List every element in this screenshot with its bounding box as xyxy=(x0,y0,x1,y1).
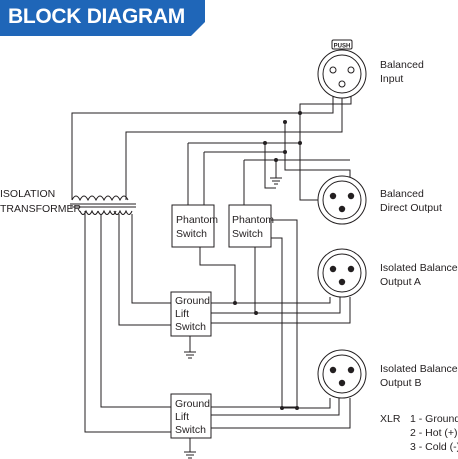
phantom-switch-2: Phantom Switch xyxy=(228,204,274,248)
direct-label-line1: Balanced xyxy=(380,188,424,200)
direct-label-line2: Direct Output xyxy=(380,202,442,214)
junction-dot xyxy=(298,141,302,145)
phantom-switch-1-line1: Phantom xyxy=(176,214,218,226)
ground-symbols xyxy=(184,177,282,459)
output-a-label-line2: Output A xyxy=(380,276,421,288)
wire-glb-out3 xyxy=(211,398,351,429)
legend-pin-2: 2 - Hot (+) xyxy=(410,427,458,439)
xlr-pin-legend: XLR 1 - Ground 2 - Hot (+) 3 - Cold (-) xyxy=(380,413,458,453)
junction-dot xyxy=(233,301,237,305)
wire-glb-out2 xyxy=(211,398,340,416)
isolation-transformer xyxy=(70,188,136,215)
ground-symbol-2 xyxy=(184,351,196,359)
junction-dot xyxy=(283,120,287,124)
transformer-primary-coil xyxy=(71,188,129,202)
transformer-secondary-coil xyxy=(79,209,133,215)
legend-pin-3: 3 - Cold (-) xyxy=(410,441,458,453)
ground-lift-switch-b: Ground Lift Switch xyxy=(170,393,212,439)
ground-lift-a-line2: Lift xyxy=(175,308,189,320)
push-label: PUSH xyxy=(334,44,351,50)
junction-dot xyxy=(254,311,258,315)
junctions xyxy=(233,111,302,410)
ground-lift-b-line1: Ground xyxy=(175,398,210,410)
wire-bus-a xyxy=(299,113,321,201)
legend-pin-1: 1 - Ground xyxy=(410,413,458,425)
junction-dot xyxy=(283,150,287,154)
wire-sec4 xyxy=(84,214,171,433)
output-b-label-line2: Output B xyxy=(380,377,421,389)
ground-lift-a-line3: Switch xyxy=(175,321,206,333)
junction-dot xyxy=(263,141,267,145)
transformer-label-line1: ISOLATION xyxy=(0,188,55,200)
ground-lift-switch-a: Ground Lift Switch xyxy=(170,291,212,337)
wire-input-pin2 xyxy=(125,95,343,188)
page-title: BLOCK DIAGRAM xyxy=(8,5,185,28)
phantom-switch-2-line2: Switch xyxy=(232,228,263,240)
wire-outA-pin xyxy=(245,297,331,304)
wire-phantom1-out xyxy=(199,247,236,303)
header-banner: BLOCK DIAGRAM xyxy=(0,0,205,36)
phantom-switch-2-line1: Phantom xyxy=(232,214,274,226)
ground-symbol-1 xyxy=(270,177,282,185)
output-b-label-line1: Isolated Balanced xyxy=(380,363,458,375)
junction-dot xyxy=(295,406,299,410)
input-label-line2: Input xyxy=(380,73,403,85)
junction-dot xyxy=(280,406,284,410)
junction-dot xyxy=(274,158,278,162)
ground-lift-a-line1: Ground xyxy=(175,295,210,307)
ground-lift-b-line2: Lift xyxy=(175,411,189,423)
junction-dot xyxy=(298,111,302,115)
output-a-label-line1: Isolated Balanced xyxy=(380,262,458,274)
wire-sec3 xyxy=(100,214,171,408)
wire-sec2 xyxy=(118,214,171,326)
wire-sec1 xyxy=(131,214,171,304)
wire-phantom2-right xyxy=(271,219,298,408)
ground-lift-b-line3: Switch xyxy=(175,424,206,436)
input-label-line1: Balanced xyxy=(380,59,424,71)
legend-title: XLR xyxy=(380,413,401,425)
wire-bus-c xyxy=(264,143,276,189)
xlr-output-a-connector xyxy=(317,248,367,298)
wire-input-pin1 xyxy=(71,84,334,188)
wiring xyxy=(71,84,352,452)
ground-symbol-3 xyxy=(184,451,196,459)
xlr-direct-output-connector xyxy=(317,175,367,225)
phantom-switch-1: Phantom Switch xyxy=(171,204,218,248)
transformer-label-line2: TRANSFORMER xyxy=(0,203,82,215)
xlr-output-b-connector xyxy=(317,349,367,399)
xlr-input-connector: PUSH xyxy=(317,39,367,99)
wire-gla-out3 xyxy=(211,297,351,324)
phantom-switch-1-line2: Switch xyxy=(176,228,207,240)
